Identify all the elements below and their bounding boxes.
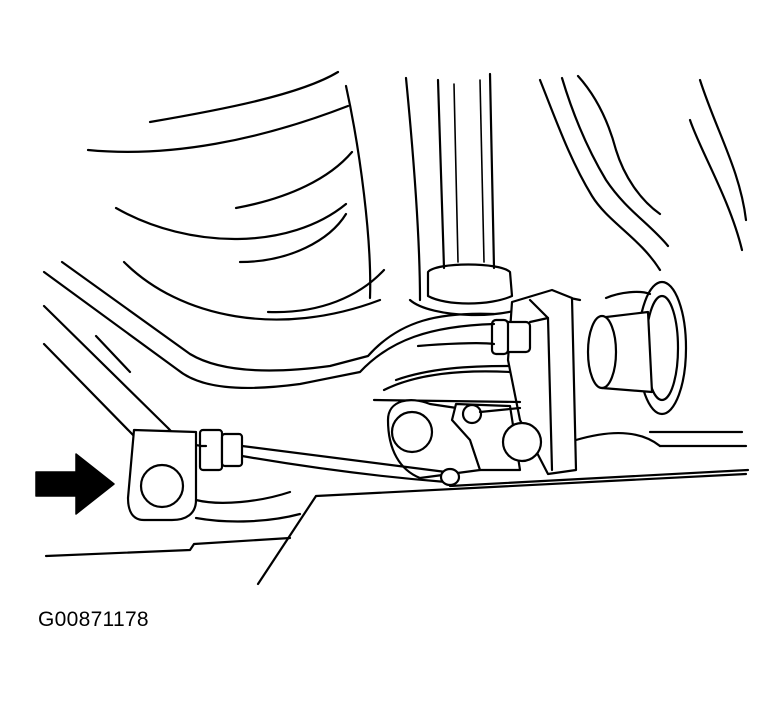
arrow-right-icon (35, 453, 115, 515)
frame-rails (42, 260, 748, 448)
figure-id-label: G00871178 (38, 608, 149, 631)
housing-right (538, 74, 748, 272)
body-contours (86, 70, 422, 321)
strut-shaft (408, 72, 542, 317)
lower-plate (44, 468, 750, 586)
sensor-assembly (42, 304, 244, 522)
sensor-wire (240, 444, 461, 487)
actuator-assembly (558, 280, 688, 472)
center-bolts (386, 399, 543, 480)
